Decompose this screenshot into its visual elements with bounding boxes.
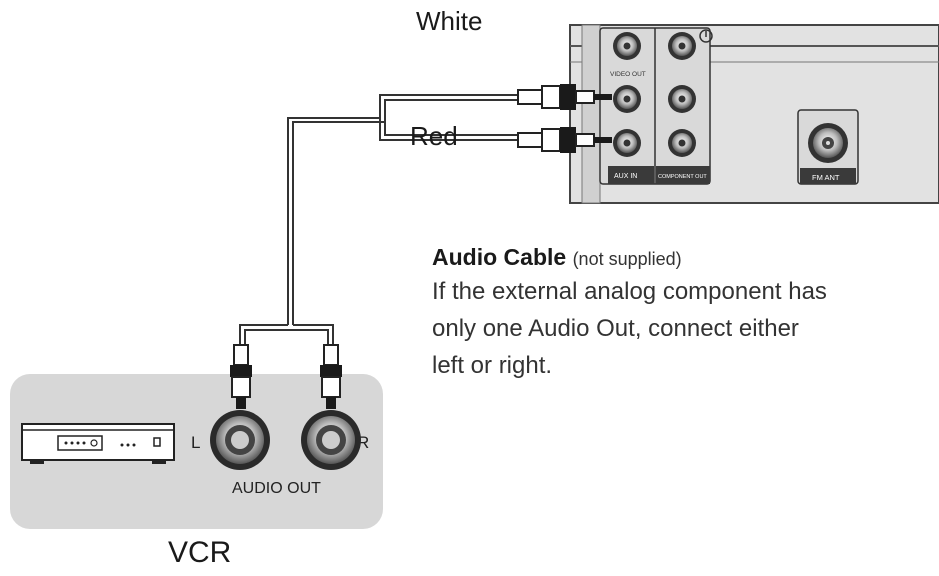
component-out-label-bar — [656, 166, 710, 184]
aux-in-label: AUX IN — [614, 173, 637, 180]
receiver-rear-panel: VIDEO OUT AUX IN COMPONENT OUT — [569, 24, 939, 204]
component-out-jack-pb — [668, 85, 696, 113]
right-vertical-rca-plug — [320, 344, 342, 409]
vcr-label: VCR — [168, 536, 232, 569]
vcr-panel — [10, 374, 383, 529]
video-out-jack — [613, 32, 641, 60]
left-vertical-rca-plug — [230, 344, 252, 409]
component-out-jack-pr — [668, 129, 696, 157]
fm-ant-label: FM ANT — [812, 173, 840, 182]
component-out-label: COMPONENT OUT — [658, 174, 707, 180]
audio-cable-wires — [239, 94, 518, 345]
description-line: left or right. — [432, 352, 553, 379]
audio-out-label: AUDIO OUT — [232, 480, 321, 497]
component-out-jack-y — [668, 32, 696, 60]
aux-in-label-bar — [608, 166, 654, 184]
power-symbol-icon — [699, 29, 713, 43]
video-out-label: VIDEO OUT — [610, 71, 646, 78]
aux-in-right-jack — [613, 129, 641, 157]
white-rca-plug — [517, 84, 612, 110]
fm-antenna-jack — [808, 123, 848, 163]
aux-in-left-jack — [613, 85, 641, 113]
audio-cable-description: If the external analog component has onl… — [432, 273, 902, 384]
vcr-audio-out-left-jack — [210, 410, 270, 470]
description-line: If the external analog component has — [432, 278, 827, 305]
red-rca-plug — [517, 127, 612, 153]
red-cable-label: Red — [410, 121, 458, 151]
audio-cable-heading: Audio Cable (not supplied) — [432, 244, 682, 271]
vcr-device-icon — [21, 423, 175, 464]
audio-cable-title: Audio Cable — [432, 244, 567, 270]
description-line: only one Audio Out, connect either — [432, 315, 799, 342]
audio-out-left-label: L — [191, 433, 200, 452]
fm-ant-label-bar — [800, 168, 856, 184]
audio-cable-note: (not supplied) — [572, 249, 682, 269]
white-cable-label: White — [416, 6, 483, 36]
vcr-audio-out-right-jack — [301, 410, 361, 470]
